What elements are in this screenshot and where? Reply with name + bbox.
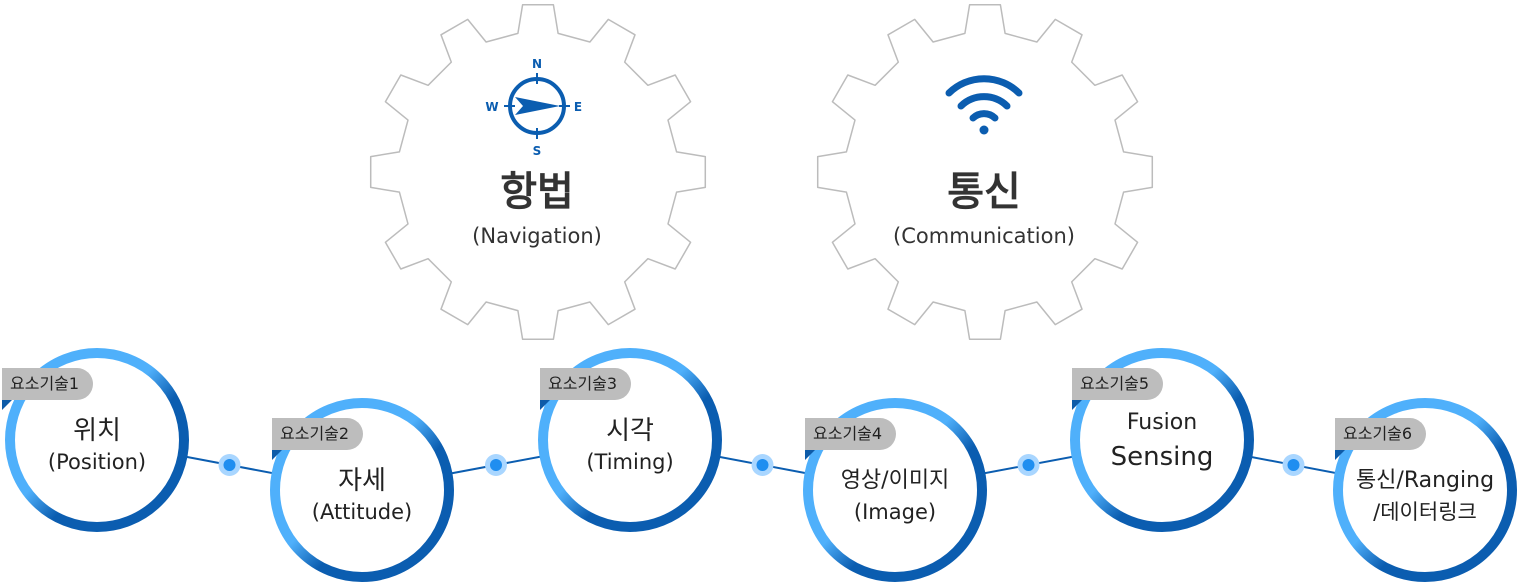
node-title: 위치 [73, 416, 121, 446]
gear-subtitle: (Navigation) [472, 224, 602, 248]
node-text: 통신/Ranging /데이터링크 [1333, 398, 1517, 582]
connector-dot [223, 459, 236, 471]
gear-shape [369, 3, 707, 341]
tech-node-2: 자세 (Attitude) 요소기술2 [270, 398, 454, 582]
node-title: Fusion [1126, 410, 1198, 435]
node-text: 시각 (Timing) [538, 348, 722, 532]
node-title: 영상/이미지 [840, 468, 950, 493]
gear-navigation: 항법 (Navigation) [387, 168, 687, 250]
node-tag: 요소기술2 [272, 418, 364, 460]
tech-node-1: 위치 (Position) 요소기술1 [2, 348, 189, 532]
connector-dot [756, 459, 769, 471]
compass-w: W [485, 100, 498, 114]
compass-n: N [532, 57, 542, 71]
node-title: 자세 [338, 466, 386, 496]
node-tag: 요소기술3 [540, 368, 632, 410]
compass-icon: N S W E [485, 57, 582, 158]
node-subtitle: (Position) [47, 450, 147, 474]
tech-node-3: 시각 (Timing) 요소기술3 [538, 348, 722, 532]
gear-title: 항법 [500, 169, 574, 215]
compass-s: S [533, 144, 542, 158]
tech-node-6: 통신/Ranging /데이터링크 요소기술6 [1333, 398, 1517, 582]
gear-title: 통신 [947, 169, 1021, 215]
node-subtitle: (Timing) [586, 450, 674, 474]
gear-communication: 통신 (Communication) [834, 168, 1134, 250]
connector-dot [1022, 459, 1035, 471]
node-subtitle: (Attitude) [311, 500, 413, 524]
gear-subtitle: (Communication) [893, 224, 1075, 248]
node-tag: 요소기술5 [1072, 368, 1164, 410]
tech-node-5: Fusion Sensing 요소기술5 [1070, 348, 1254, 532]
node-title: 시각 [606, 416, 654, 446]
node-subtitle: (Image) [853, 500, 937, 524]
node-subtitle: Sensing [1110, 442, 1214, 472]
node-tag: 요소기술1 [2, 368, 94, 410]
node-text: 자세 (Attitude) [270, 398, 454, 582]
node-tag: 요소기술6 [1335, 418, 1427, 460]
connector-dot [490, 459, 502, 471]
tech-node-4: 영상/이미지 (Image) 요소기술4 [803, 398, 987, 582]
node-tag: 요소기술4 [805, 418, 897, 460]
gear-shape [816, 3, 1154, 341]
node-text: Fusion Sensing [1070, 348, 1254, 532]
node-subtitle: /데이터링크 [1373, 500, 1477, 524]
wifi-icon [945, 75, 1023, 135]
node-text: 위치 (Position) [5, 348, 189, 532]
node-title: 통신/Ranging [1355, 468, 1495, 493]
node-text: 영상/이미지 (Image) [803, 398, 987, 582]
connector-dot [1287, 459, 1300, 471]
compass-e: E [574, 100, 582, 114]
